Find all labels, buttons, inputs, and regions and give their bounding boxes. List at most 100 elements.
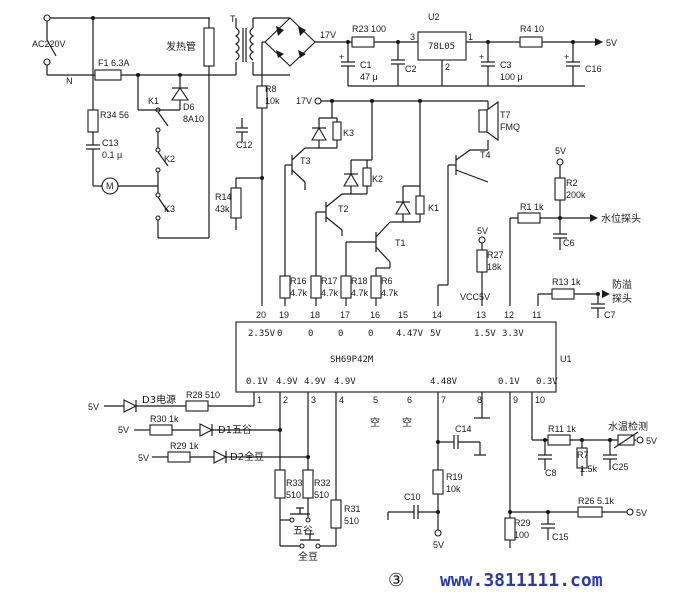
- k3-contact-label: K3: [164, 204, 175, 214]
- r7-label: R7: [577, 450, 589, 460]
- fuse-f1: [94, 69, 122, 81]
- r29-label: R29 1k: [170, 441, 199, 451]
- r18-value: 4.7k: [351, 288, 369, 298]
- bridge-rectifier: 17V: [261, 17, 348, 86]
- t3-label: T3: [300, 156, 311, 166]
- regulator-u2: [417, 31, 467, 61]
- button-quandou-label: 全豆: [298, 550, 318, 563]
- r18-label: R18: [351, 276, 368, 286]
- pin7-supply: 5V: [433, 540, 444, 550]
- k1-label: K1: [428, 203, 439, 213]
- c13-label: C13: [102, 138, 119, 148]
- button-section: R33 510 R32 510 R31 510 五谷 全豆: [274, 392, 361, 563]
- motor-label: M: [106, 181, 114, 191]
- r17-value: 4.7k: [321, 288, 339, 298]
- t7-label: T7: [500, 110, 511, 120]
- t2-label: T2: [338, 204, 349, 214]
- transformer: T: [215, 14, 290, 76]
- ic-bottom-pin-number: 6: [407, 395, 412, 405]
- c13-value: 0.1 μ: [102, 150, 122, 160]
- ic-top-pin-number: 17: [340, 310, 350, 320]
- base-resistors: R16 4.7k R17 4.7k R18 4.7k R6 4.7k: [279, 275, 399, 299]
- t7-part: FMQ: [500, 122, 520, 132]
- empty-pin-6-label: 空: [402, 416, 412, 429]
- ic-bottom-pin-number: 5: [373, 395, 378, 405]
- d6-value: 8A10: [183, 114, 204, 124]
- u2-label: U2: [428, 12, 440, 22]
- r16-value: 4.7k: [290, 288, 308, 298]
- ic-top-pin-voltage: 3.3V: [502, 329, 524, 339]
- r14-label: R14: [215, 192, 232, 202]
- c3-value: 100 μ: [500, 72, 523, 82]
- ic-top-pin-number: 12: [504, 310, 514, 320]
- ic-top-pin-number: 15: [398, 310, 408, 320]
- c1-plus: +: [339, 52, 344, 62]
- ic-top-pin-number: 14: [432, 310, 442, 320]
- k2-label: K2: [372, 174, 383, 184]
- r27-value: 18k: [487, 262, 502, 272]
- r31-label: R31: [344, 504, 361, 514]
- mains-input: AC220V N F1 6.3A: [32, 14, 215, 86]
- ic-bottom-pin-voltage: 0.1V: [498, 377, 520, 387]
- ic-top-pin-voltage: 1.5V: [474, 329, 496, 339]
- ic-top-pin-voltage: 0: [338, 329, 343, 339]
- r27-supply-label: 5V: [477, 226, 488, 236]
- divider-r8-r14: R8 10k C12 R14 43k: [215, 84, 280, 306]
- t1-label: T1: [395, 238, 406, 248]
- c15-label: C15: [552, 532, 569, 542]
- r11-label: R11 1k: [548, 424, 576, 434]
- r33-label: R33: [286, 478, 303, 488]
- u2-pin2: 2: [445, 62, 450, 72]
- ic-bottom-pin-voltage: 0.3V: [536, 377, 558, 387]
- c8-label: C8: [545, 468, 557, 478]
- rail-17v-label-b: 17V: [296, 96, 312, 106]
- temp-supply-label: 5V: [646, 436, 657, 446]
- relay-contact-chain: R34 56 C13 0.1 μ M K1 K2 K3: [86, 18, 210, 239]
- r29b-label: R29: [514, 518, 531, 528]
- r2-value: 200k: [566, 190, 586, 200]
- k2-contact-label: K2: [164, 154, 175, 164]
- led-section: 5V D3电源 R28 510 5V R30 1k D1五谷 5V R29 1k…: [88, 390, 308, 464]
- buzzer-t7: [478, 109, 488, 133]
- r14-value: 43k: [215, 204, 230, 214]
- ic-top-pin-number: 18: [310, 310, 320, 320]
- ic-bottom-pin-voltage: 0.1V: [246, 377, 268, 387]
- ic-top-pin-number: 11: [532, 310, 541, 320]
- r26-supply-label: 5V: [636, 508, 647, 518]
- relay-drivers: 17V K3 T3 K2: [284, 96, 520, 306]
- led-d2-supply: 5V: [138, 453, 149, 463]
- r17-label: R17: [321, 276, 338, 286]
- ic-body: [235, 321, 557, 393]
- ic-bottom-pin-voltage: 4.9V: [304, 377, 326, 387]
- led-d1-supply: 5V: [118, 425, 129, 435]
- k1-contact-label: K1: [148, 96, 159, 106]
- r7-value: 1.5k: [580, 464, 598, 474]
- k3-label: K3: [343, 128, 354, 138]
- r1-label: R1 1k: [520, 202, 544, 212]
- ic-top-pin-voltage: 5V: [430, 329, 441, 339]
- heater-label: 发热管: [166, 40, 196, 53]
- c14-label: C14: [455, 424, 472, 434]
- r27-label: R27: [487, 250, 504, 260]
- ic-top-pin-voltage: 4.47V: [396, 329, 424, 339]
- watermark-url: www.3811111.com: [440, 570, 603, 591]
- r33-value: 510: [286, 490, 301, 500]
- water-temp-circuit: R11 1k C8 R7 1.5k C25 水温检测 5V R26 5.1k 5…: [504, 392, 657, 548]
- r6-value: 4.7k: [381, 288, 399, 298]
- c3-plus: +: [479, 52, 484, 62]
- t4-label: T4: [480, 150, 491, 160]
- c6-label: C6: [563, 238, 575, 248]
- neutral-label: N: [66, 76, 73, 86]
- ic-bottom-pin-number: 8: [477, 395, 482, 405]
- ic-top-pin-number: 19: [279, 310, 289, 320]
- regulator-section: R23 100 + C1 47 μ C2 U2 78L05 3 1 2 + C3…: [339, 12, 617, 87]
- r2-label: R2: [566, 178, 578, 188]
- r19-value: 10k: [446, 484, 461, 494]
- c16-plus: +: [564, 52, 569, 62]
- r28-label: R28 510: [186, 390, 220, 400]
- heater: 发热管: [166, 18, 215, 75]
- vcc5-label: VCC5V: [460, 292, 490, 302]
- u2-pin1: 1: [468, 32, 473, 42]
- ic-bottom-pin-number: 10: [535, 395, 545, 405]
- ic-bottom-pin-number: 1: [257, 395, 262, 405]
